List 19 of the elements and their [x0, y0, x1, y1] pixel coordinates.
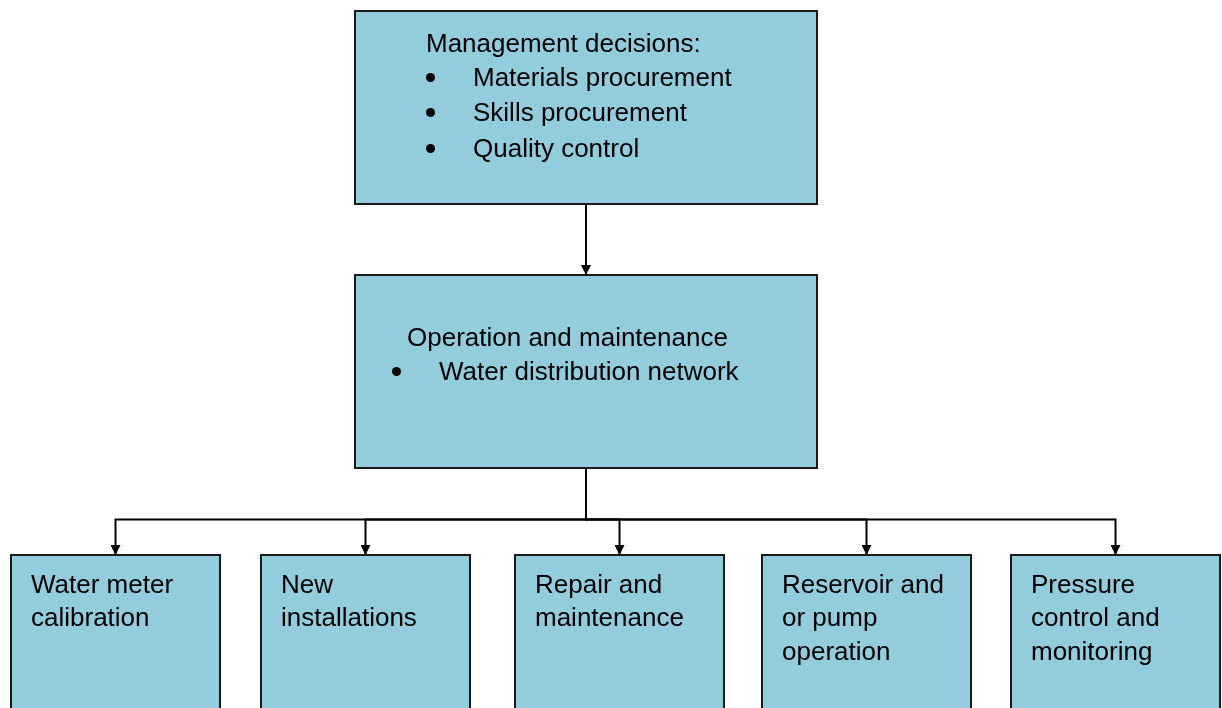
process-box [514, 554, 725, 708]
process-box [260, 554, 471, 708]
bullet-item: Skills procurement [473, 96, 687, 130]
bullet-item: Quality control [473, 131, 640, 165]
box-heading: Operation and maintenance [406, 321, 729, 354]
arrow [581, 204, 591, 275]
bullet-item: Materials procurement [473, 61, 732, 95]
bullet-item: Water distribution network [439, 355, 739, 389]
box-text: Reservoir and or pump operation [782, 568, 945, 668]
box-text: New installations [281, 568, 418, 635]
box-text: Water meter calibration [31, 568, 175, 635]
process-box [761, 554, 972, 708]
box-heading: Management decisions: [426, 27, 702, 60]
process-box [354, 10, 818, 205]
process-box [354, 274, 818, 469]
process-box [10, 554, 221, 708]
box-text: Pressure control and monitoring [1031, 568, 1161, 668]
box-text: Repair and maintenance [535, 568, 685, 635]
process-box [1010, 554, 1221, 708]
